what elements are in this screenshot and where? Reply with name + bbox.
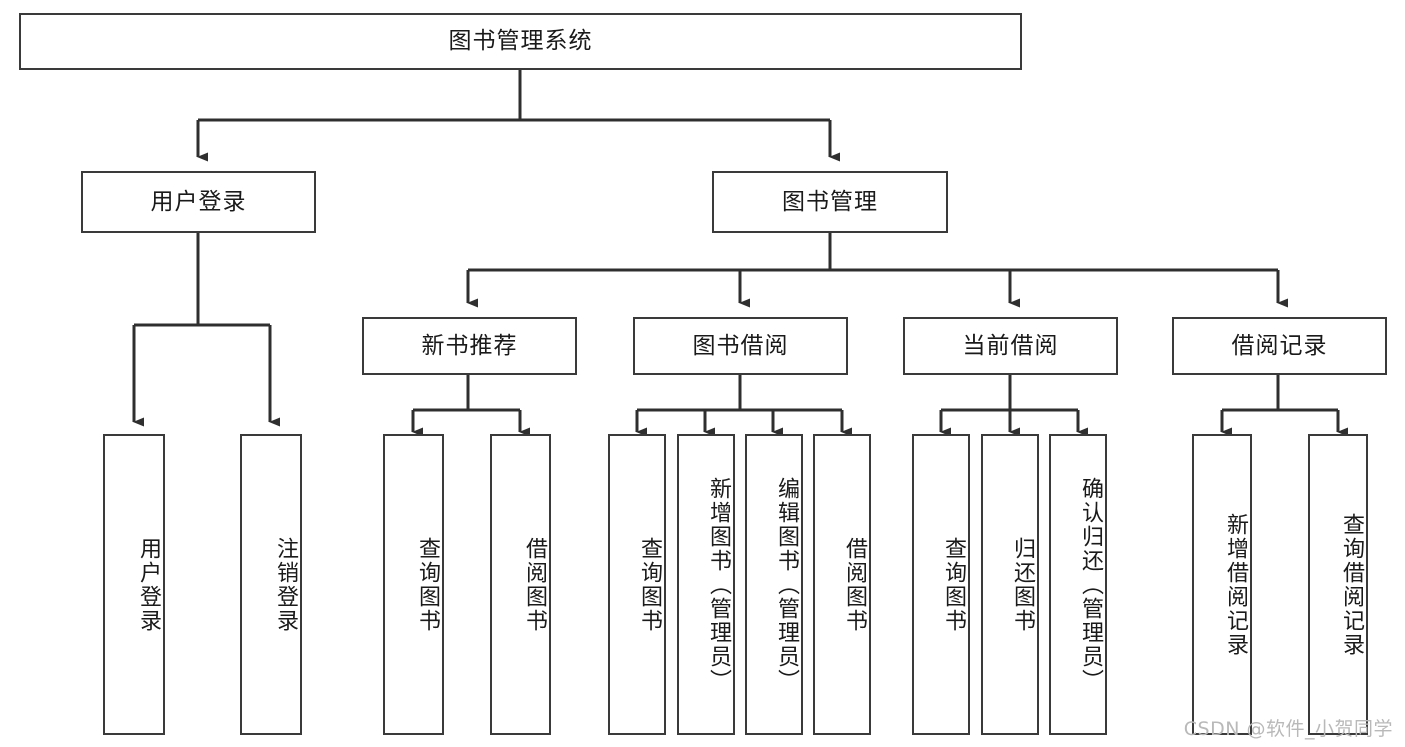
watermark: CSDN @软件_小贺同学 [1183,718,1393,740]
node-leaf-confirm-return[interactable]: 确认归还（管理员） [1049,434,1107,735]
node-root[interactable]: 图书管理系统 [19,13,1022,70]
node-user-login[interactable]: 用户登录 [81,171,316,233]
node-leaf-edit-book-label: 编辑图书（管理员） [774,476,799,693]
node-leaf-query-record[interactable]: 查询借阅记录 [1308,434,1368,735]
node-leaf-user-logout-label: 注销登录 [273,536,298,633]
node-book-borrow[interactable]: 图书借阅 [633,317,848,375]
node-borrow-record[interactable]: 借阅记录 [1172,317,1387,375]
node-leaf-user-login[interactable]: 用户登录 [103,434,165,735]
node-leaf-borrow-book-1-label: 借阅图书 [522,536,547,633]
node-leaf-confirm-return-label: 确认归还（管理员） [1078,476,1103,693]
node-leaf-add-record-label: 新增借阅记录 [1223,512,1248,657]
node-borrow-record-label: 借阅记录 [1231,332,1328,359]
node-leaf-user-logout[interactable]: 注销登录 [240,434,302,735]
node-leaf-add-book[interactable]: 新增图书（管理员） [677,434,735,735]
node-leaf-query-book-1-label: 查询图书 [415,536,440,633]
node-leaf-user-login-label: 用户登录 [136,536,161,633]
node-leaf-query-book-2-label: 查询图书 [637,536,662,633]
node-new-book-recommend[interactable]: 新书推荐 [362,317,577,375]
node-leaf-query-record-label: 查询借阅记录 [1339,512,1364,657]
node-leaf-query-book-3[interactable]: 查询图书 [912,434,970,735]
node-book-manage-label: 图书管理 [782,188,878,215]
node-user-login-label: 用户登录 [150,188,247,215]
node-new-book-recommend-label: 新书推荐 [421,332,518,359]
node-current-borrow-label: 当前借阅 [962,332,1059,359]
node-root-label: 图书管理系统 [448,28,593,55]
node-book-borrow-label: 图书借阅 [692,332,789,359]
node-leaf-return-book[interactable]: 归还图书 [981,434,1039,735]
node-leaf-borrow-book-2-label: 借阅图书 [842,536,867,633]
node-leaf-add-record[interactable]: 新增借阅记录 [1192,434,1252,735]
node-leaf-borrow-book-2[interactable]: 借阅图书 [813,434,871,735]
node-leaf-query-book-3-label: 查询图书 [941,536,966,633]
node-leaf-return-book-label: 归还图书 [1010,536,1035,633]
node-current-borrow[interactable]: 当前借阅 [903,317,1118,375]
node-leaf-edit-book[interactable]: 编辑图书（管理员） [745,434,803,735]
node-leaf-borrow-book-1[interactable]: 借阅图书 [490,434,551,735]
node-leaf-query-book-1[interactable]: 查询图书 [383,434,444,735]
node-leaf-query-book-2[interactable]: 查询图书 [608,434,666,735]
node-leaf-add-book-label: 新增图书（管理员） [706,476,731,693]
node-book-manage[interactable]: 图书管理 [712,171,948,233]
